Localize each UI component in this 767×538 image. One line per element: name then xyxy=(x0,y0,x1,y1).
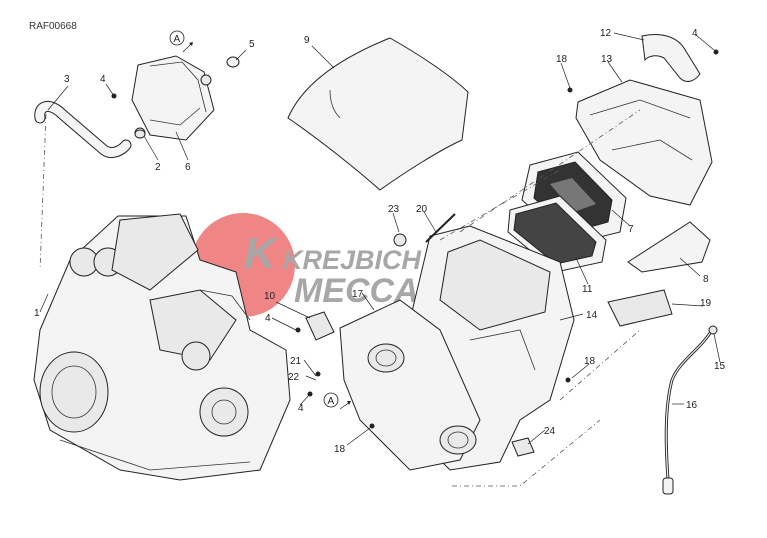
breather-box-part xyxy=(131,55,215,141)
callout-23: 23 xyxy=(388,204,400,215)
clamp-part xyxy=(134,129,146,139)
callout-6: 6 xyxy=(185,162,191,173)
callout-14: 14 xyxy=(586,310,598,321)
bracket-10-part xyxy=(305,311,335,341)
view-marker-a-bottom: A xyxy=(323,392,351,410)
callout-20: 20 xyxy=(416,204,428,215)
callout-1: 1 xyxy=(34,308,40,319)
callout-4-top-right: 4 xyxy=(692,28,698,39)
duct-part xyxy=(641,34,701,82)
svg-text:A: A xyxy=(328,396,335,407)
callout-18-right: 18 xyxy=(584,356,596,367)
callout-18-bottom: 18 xyxy=(334,444,346,455)
view-marker-a-top: A xyxy=(169,30,193,53)
callout-labels: 1 2 3 4 4 4 4 5 6 7 8 9 10 11 12 13 14 1… xyxy=(34,28,726,455)
engine-part xyxy=(33,213,291,481)
svg-text:A: A xyxy=(174,34,181,45)
callout-2: 2 xyxy=(155,162,161,173)
callout-22: 22 xyxy=(288,372,300,383)
callout-17: 17 xyxy=(352,289,364,300)
grommet-part xyxy=(393,233,407,247)
watermark-line1: KREJBICH xyxy=(283,245,422,275)
callout-16: 16 xyxy=(686,400,698,411)
callout-4-bottom: 4 xyxy=(298,403,304,414)
side-panel-part xyxy=(627,221,711,273)
callout-9: 9 xyxy=(304,35,310,46)
callout-8: 8 xyxy=(703,274,709,285)
hose-part xyxy=(34,101,132,158)
callout-15: 15 xyxy=(714,361,726,372)
filter-frame-part xyxy=(507,195,607,273)
callout-10: 10 xyxy=(264,291,276,302)
callout-13: 13 xyxy=(601,54,613,65)
drawing-reference: RAF00668 xyxy=(29,21,77,32)
callout-5: 5 xyxy=(249,39,255,50)
callout-21: 21 xyxy=(290,356,302,367)
upper-cover-part xyxy=(575,79,713,206)
callout-24: 24 xyxy=(544,426,556,437)
bracket-part xyxy=(607,289,673,327)
sensor-part xyxy=(425,213,456,243)
callout-19: 19 xyxy=(700,298,712,309)
throttle-plate-part xyxy=(339,299,481,471)
callout-12: 12 xyxy=(600,28,612,39)
callout-7: 7 xyxy=(628,224,634,235)
clip-part xyxy=(511,437,535,457)
callout-18-top: 18 xyxy=(556,54,568,65)
cable-part xyxy=(662,325,718,495)
leader-lines xyxy=(39,32,721,446)
callout-4-middle: 4 xyxy=(265,313,271,324)
cover-part xyxy=(287,37,469,191)
callout-3: 3 xyxy=(64,74,70,85)
callout-11: 11 xyxy=(582,284,593,295)
clamp-ring-part xyxy=(226,56,240,68)
watermark-k: K xyxy=(244,229,279,278)
callout-4-top-left: 4 xyxy=(100,74,106,85)
